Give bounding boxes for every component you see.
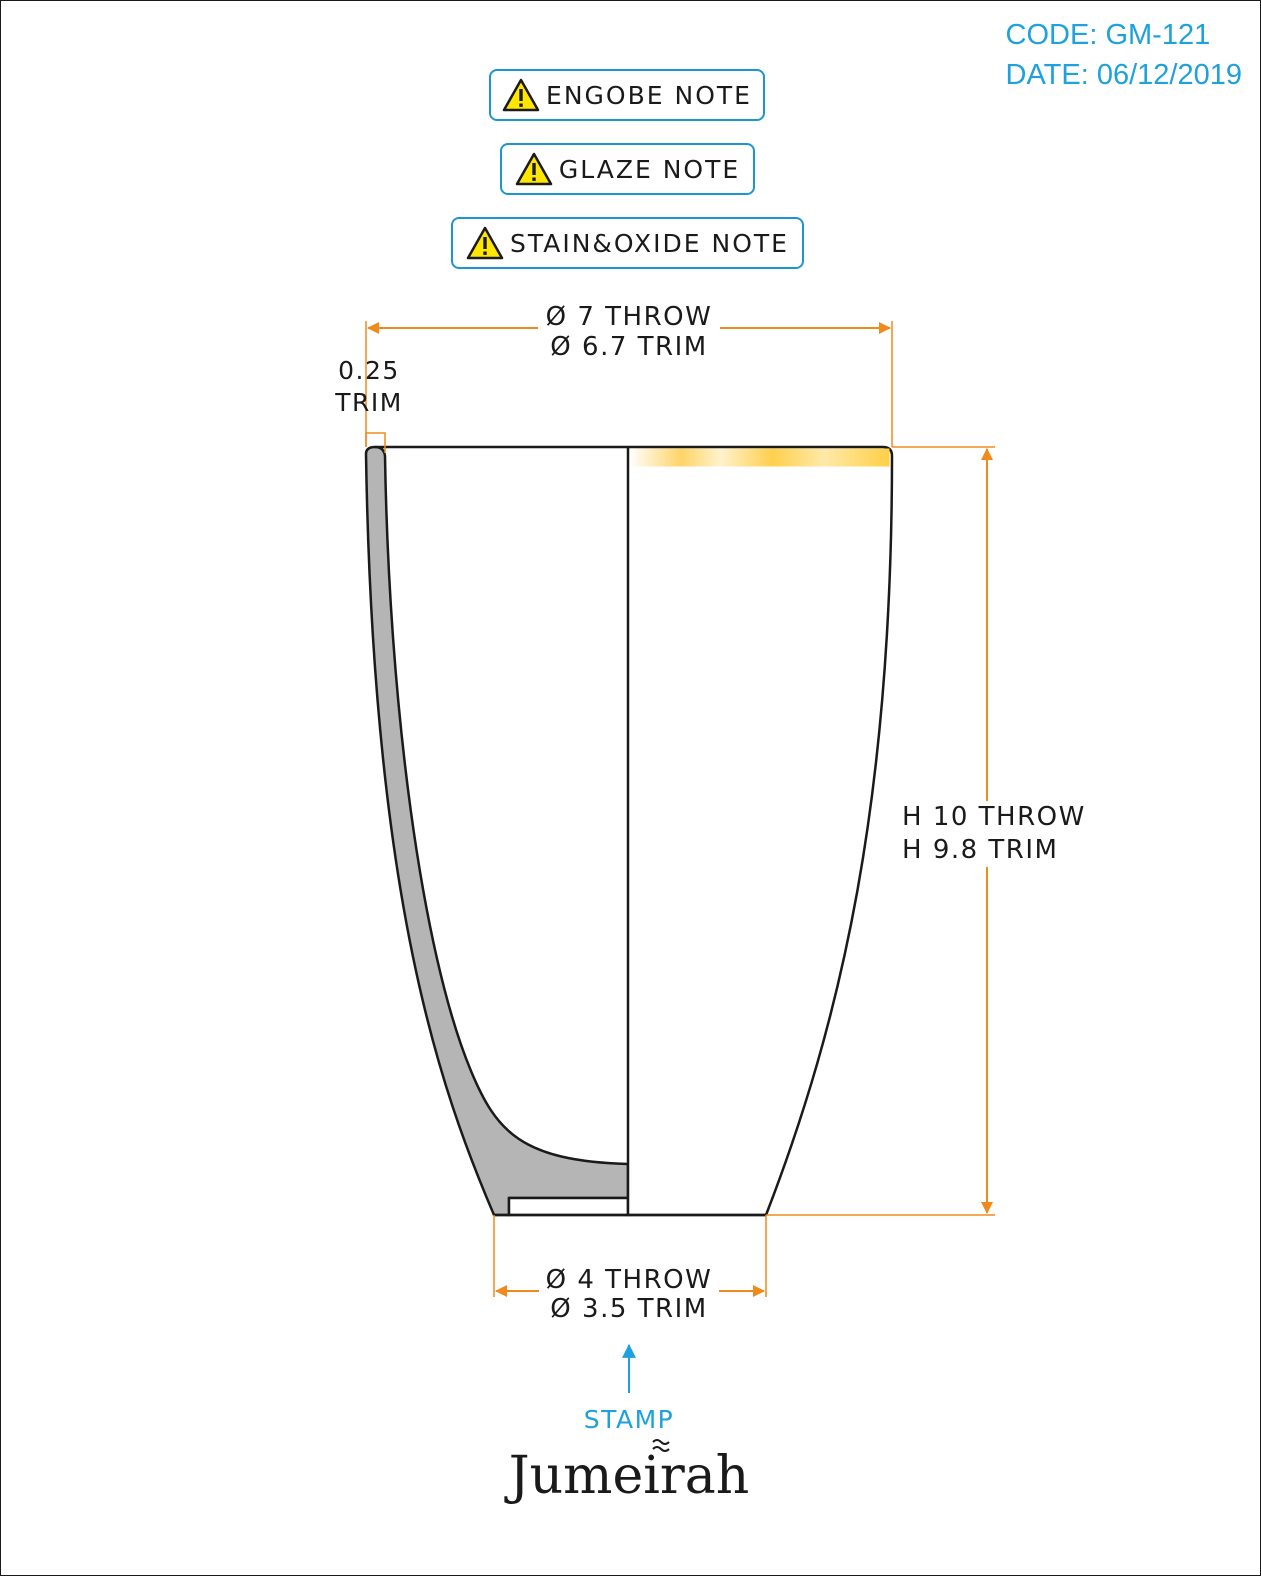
engobe-note-button[interactable]: ENGOBE NOTE: [489, 69, 765, 121]
drawing-date: DATE: 06/12/2019: [1005, 59, 1242, 91]
wall-thickness-value: 0.25: [338, 356, 400, 385]
top-diameter-trim: Ø 6.7 TRIM: [550, 332, 707, 362]
warning-icon: [515, 152, 553, 186]
base-diameter-trim: Ø 3.5 TRIM: [550, 1294, 707, 1324]
warning-icon: [466, 226, 504, 260]
product-code: CODE: GM-121: [1005, 19, 1211, 51]
engobe-note-label: ENGOBE NOTE: [546, 80, 752, 110]
glaze-note-button[interactable]: GLAZE NOTE: [500, 143, 755, 195]
stamp-label: STAMP: [584, 1405, 674, 1434]
base-diameter-dimension: Ø 4 THROW Ø 3.5 TRIM: [493, 1215, 767, 1324]
height-trim: H 9.8 TRIM: [902, 835, 1058, 865]
warning-icon: [502, 78, 540, 112]
foot-recess: [507, 1196, 630, 1217]
header-meta: CODE: GM-121 DATE: 06/12/2019: [1006, 15, 1242, 95]
base-diameter-throw: Ø 4 THROW: [546, 1265, 713, 1295]
top-diameter-dimension: Ø 7 THROW Ø 6.7 TRIM: [365, 302, 893, 447]
wall-thickness-dimension: 0.25 TRIM: [334, 356, 403, 453]
stain-oxide-note-button[interactable]: STAIN&OXIDE NOTE: [451, 217, 804, 269]
stain-oxide-note-label: STAIN&OXIDE NOTE: [510, 228, 789, 258]
top-diameter-throw: Ø 7 THROW: [546, 302, 713, 332]
logo-wave-mark: [652, 1439, 670, 1452]
stamp-callout: STAMP: [584, 1343, 674, 1434]
exterior-outline: [628, 445, 894, 1217]
brand-logo: Jumeirah: [504, 1439, 749, 1506]
vessel-profile: [364, 445, 894, 1217]
glaze-note-label: GLAZE NOTE: [558, 154, 741, 184]
height-dimension: H 10 THROW H 9.8 TRIM: [766, 446, 1086, 1216]
wall-section: [364, 445, 630, 1217]
wall-thickness-label: TRIM: [334, 388, 403, 417]
brand-logo-text: Jumeirah: [504, 1446, 749, 1506]
glaze-rim-band: [629, 448, 890, 467]
height-throw: H 10 THROW: [902, 802, 1086, 832]
